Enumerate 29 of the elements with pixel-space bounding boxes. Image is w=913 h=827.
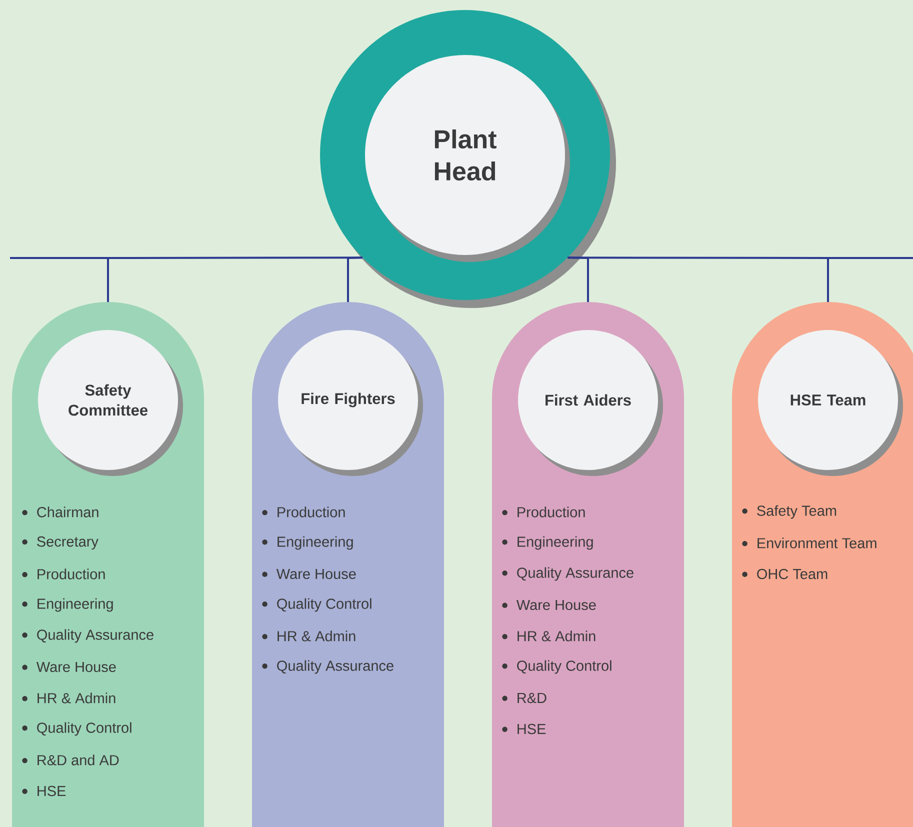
list-item: Safety Team bbox=[742, 505, 836, 519]
list-item: Quality Control bbox=[262, 598, 372, 612]
list-item: Production bbox=[502, 506, 585, 518]
list-item: Engineering bbox=[502, 536, 593, 550]
list-item: Quality Assurance bbox=[502, 567, 634, 581]
list-item: OHC Team bbox=[742, 568, 828, 580]
connector-line bbox=[347, 256, 362, 302]
list-item: Production bbox=[22, 568, 105, 580]
connector-line bbox=[568, 256, 829, 302]
list-item: R&D bbox=[502, 692, 546, 704]
list-item: Secretary bbox=[22, 536, 98, 550]
list-item: HR & Admin bbox=[22, 692, 116, 704]
list-item: Environment Team bbox=[742, 538, 876, 548]
list-item: HR & Admin bbox=[262, 630, 356, 642]
list-item: Production bbox=[262, 506, 345, 518]
list-item: Quality Control bbox=[502, 660, 612, 674]
list-item: R&D and AD bbox=[22, 754, 119, 766]
list-item: Quality Assurance bbox=[262, 660, 394, 674]
list-item: Quality Assurance bbox=[22, 629, 154, 643]
list-item: Ware House bbox=[262, 568, 356, 580]
list-item: Ware House bbox=[22, 662, 116, 672]
list-item: Ware House bbox=[502, 600, 596, 610]
list-item: Engineering bbox=[262, 536, 353, 550]
list-item: Engineering bbox=[22, 598, 113, 612]
list-item: HSE bbox=[22, 786, 66, 796]
list-item: HSE bbox=[502, 724, 546, 734]
list-item: HR & Admin bbox=[502, 630, 596, 642]
list-item: Chairman bbox=[22, 506, 98, 518]
list-item: Quality Control bbox=[22, 722, 132, 736]
